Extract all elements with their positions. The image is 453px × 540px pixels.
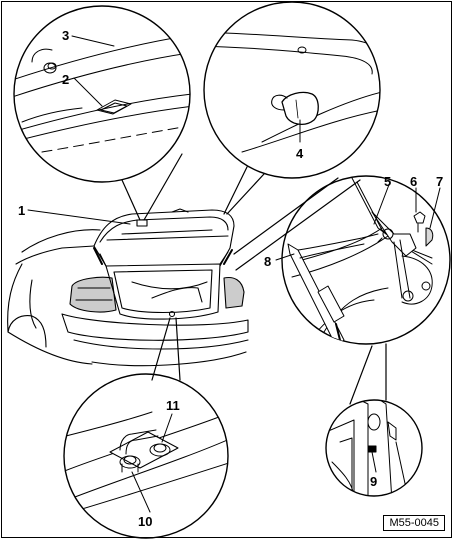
- callout-6: 6: [410, 174, 417, 189]
- callout-2: 2: [62, 72, 69, 87]
- leader-lines: [27, 35, 441, 513]
- detail-circle-striker: [63, 317, 229, 539]
- detail-circle-clip: [325, 343, 423, 497]
- callout-8: 8: [264, 254, 271, 269]
- callout-1: 1: [18, 203, 25, 218]
- callout-5: 5: [384, 174, 391, 189]
- callout-4: 4: [296, 146, 304, 161]
- detail-circle-buffer: [203, 2, 381, 215]
- callout-labels: 1 2 3 4 5 6 7 8 9 10 11: [18, 28, 443, 529]
- callout-10: 10: [138, 514, 152, 529]
- callout-3: 3: [62, 28, 69, 43]
- callout-9: 9: [370, 474, 377, 489]
- detail-circle-lid-upper: [13, 5, 191, 221]
- car-rear-view: [7, 208, 249, 367]
- callout-7: 7: [436, 174, 443, 189]
- detail-circle-hinge-strut: [233, 175, 451, 345]
- callout-11: 11: [166, 398, 180, 413]
- figure-reference-code: M55-0045: [383, 515, 445, 531]
